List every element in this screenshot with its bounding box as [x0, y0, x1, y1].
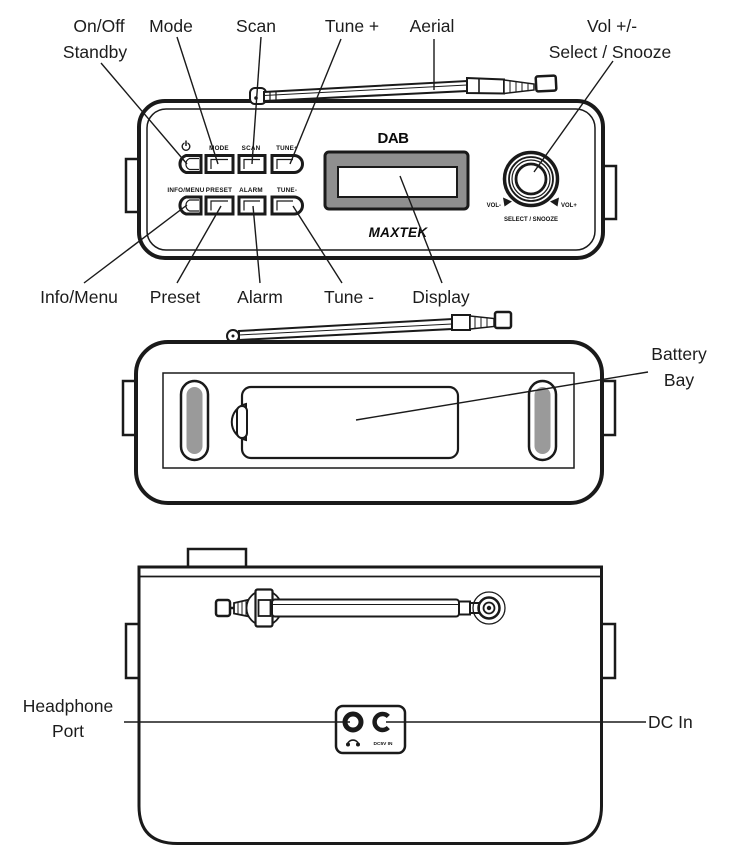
- callout-standby: Standby: [63, 42, 127, 62]
- aerial-mount: [472, 591, 506, 625]
- info-menu-button: [178, 195, 203, 216]
- callout-port: Port: [52, 721, 84, 741]
- callout-line: [83, 204, 188, 284]
- tune-minus-button-label: TUNE-: [277, 187, 297, 194]
- vol-minus-label: VOL-: [487, 203, 501, 209]
- callout-line: [533, 60, 614, 173]
- callout-vol: Vol +/-: [587, 16, 637, 36]
- callout-line: [251, 36, 262, 165]
- battery-latch-slot: [236, 405, 248, 439]
- info-menu-button-label: INFO/MENU: [167, 187, 204, 194]
- aerial-tip-cap: [493, 310, 513, 330]
- preset-button: [204, 195, 235, 216]
- callout-line: [289, 38, 342, 165]
- callout-headphone: Headphone: [23, 696, 114, 716]
- tune-plus-button-label: TUNE+: [276, 145, 298, 152]
- callout-line: [176, 36, 219, 165]
- power-icon: [181, 140, 191, 151]
- callout-dc-in: DC In: [648, 712, 693, 732]
- aerial-antenna-back: [226, 310, 513, 343]
- callout-line: [176, 205, 222, 284]
- callout-mode: Mode: [149, 16, 193, 36]
- vol-plus-label: VOL+: [561, 203, 577, 209]
- callout-display: Display: [412, 287, 470, 307]
- radio-body-inner-line: [146, 108, 596, 251]
- bottom-view-illustration: DC5V IN Headphone Port DC In: [23, 547, 693, 845]
- dab-logo: DAB: [378, 130, 410, 147]
- aerial-antenna-folded: [214, 588, 506, 628]
- headphone-icon: [346, 739, 360, 747]
- alarm-button-label: ALARM: [239, 187, 263, 194]
- scan-button-label: SCAN: [242, 145, 261, 152]
- mode-button: [204, 154, 235, 174]
- callout-alarm: Alarm: [237, 287, 283, 307]
- callout-line: [100, 62, 188, 165]
- select-snooze-label: SELECT / SNOOZE: [504, 217, 558, 223]
- callout-info-menu: Info/Menu: [40, 287, 118, 307]
- callout-line: [252, 205, 261, 284]
- callout-line: [292, 205, 343, 284]
- dc-in-jack: [372, 711, 390, 733]
- maxtek-logo: MAXTEK: [369, 225, 429, 240]
- grille-left: [179, 379, 210, 462]
- callout-tune-minus: Tune -: [324, 287, 374, 307]
- front-view-illustration: MODE SCAN TUNE+ INFO/MENU PRESET ALARM T…: [40, 16, 671, 307]
- power-button: [178, 154, 203, 174]
- callout-tune-plus: Tune +: [325, 16, 379, 36]
- mode-button-label: MODE: [209, 145, 229, 152]
- aerial-antenna: [249, 74, 558, 105]
- callout-line: [399, 175, 443, 284]
- back-view-illustration: Battery Bay: [121, 310, 707, 505]
- callout-preset: Preset: [150, 287, 201, 307]
- vol-plus-arrow: [550, 197, 559, 207]
- grille-right: [527, 379, 558, 462]
- volume-select-knob: VOL- VOL+ SELECT / SNOOZE: [487, 150, 577, 223]
- battery-door: [240, 385, 460, 460]
- callout-scan: Scan: [236, 16, 276, 36]
- callout-select-snooze: Select / Snooze: [549, 42, 672, 62]
- vol-minus-arrow: [503, 197, 512, 207]
- callout-on-off: On/Off: [73, 16, 124, 36]
- callout-aerial: Aerial: [410, 16, 455, 36]
- callout-battery: Battery: [651, 344, 707, 364]
- dc5v-in-label: DC5V IN: [374, 741, 393, 747]
- aerial-tip-cap: [534, 74, 558, 93]
- callout-line: [355, 371, 649, 421]
- callout-bay: Bay: [664, 370, 694, 390]
- alarm-button: [237, 195, 267, 216]
- lcd-display-screen: [337, 166, 458, 198]
- preset-button-label: PRESET: [206, 187, 232, 194]
